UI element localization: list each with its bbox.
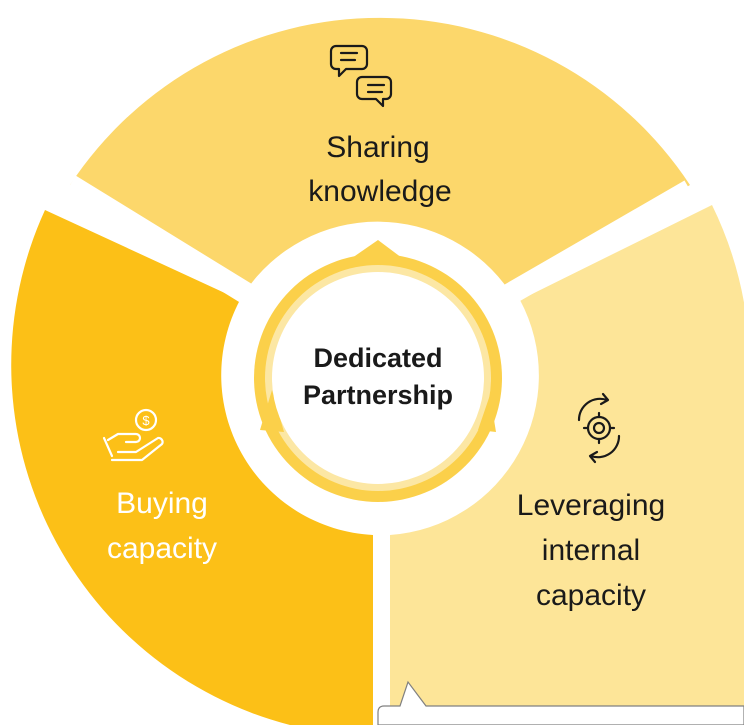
arrow-left: [260, 390, 284, 432]
leveraging-label-line1: Leveraging: [517, 489, 665, 522]
leveraging-label-line3: capacity: [536, 579, 646, 612]
sharing-label-line1: Sharing: [326, 131, 429, 164]
hand-coin-icon: $: [102, 408, 164, 462]
svg-text:$: $: [142, 413, 150, 428]
center-title-line1: Dedicated: [313, 343, 442, 373]
segment-sharing-knowledge: [70, 17, 690, 292]
separator-right: [499, 180, 696, 307]
chat-bubbles-icon: [329, 44, 393, 108]
buying-label-line2: capacity: [107, 532, 217, 565]
segment-leveraging-internal-capacity: [390, 205, 744, 725]
gear-cycle-icon: [577, 392, 621, 464]
center-circle: [272, 272, 484, 484]
leveraging-label-line2: internal: [542, 534, 640, 567]
callout-box: [377, 680, 744, 725]
segment-buying-capacity: [11, 210, 374, 725]
separator-left: [64, 175, 258, 307]
arrow-top: [352, 240, 402, 258]
sharing-label-line2: knowledge: [308, 175, 451, 208]
center-title-line2: Partnership: [303, 380, 453, 410]
buying-label-line1: Buying: [116, 487, 208, 520]
arrow-right: [478, 395, 496, 432]
